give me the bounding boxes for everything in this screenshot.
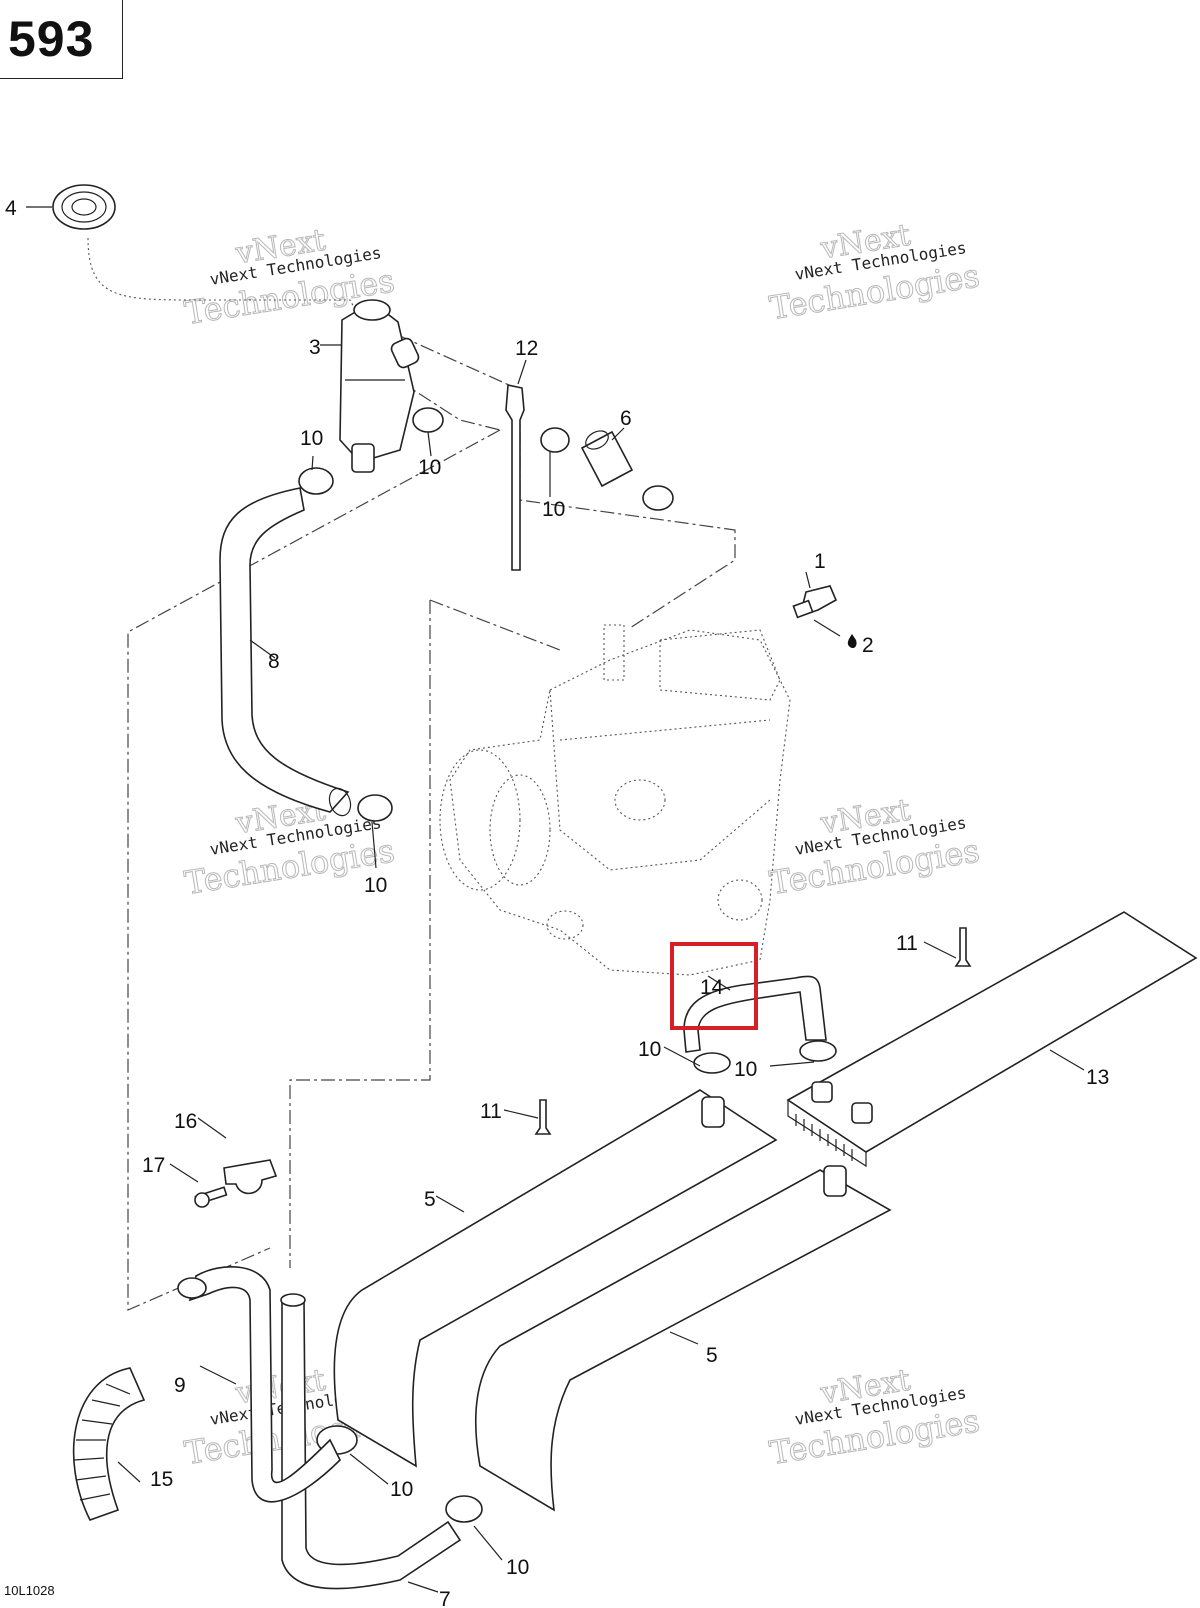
- tunnel-heat-exchanger-lower: [475, 1165, 892, 1512]
- callout-1: 1: [814, 550, 826, 573]
- callout-3: 3: [309, 336, 321, 359]
- callout-11-tunnel: 11: [480, 1100, 502, 1123]
- bracket-screw: [194, 1186, 228, 1208]
- callout-14: 14: [700, 976, 724, 999]
- callout-10-upper-hose: 10: [364, 874, 387, 897]
- callout-5-lower: 5: [706, 1344, 718, 1367]
- leader-lines: [26, 206, 1085, 1593]
- callout-10-outlet-right: 10: [734, 1058, 757, 1081]
- callout-10-lower-right: 10: [506, 1556, 529, 1579]
- callout-17: 17: [142, 1154, 165, 1177]
- side-heat-exchanger: [786, 911, 1198, 1168]
- tunnel-heat-exchanger-upper: [333, 1089, 778, 1468]
- callout-10-lower-left: 10: [390, 1478, 413, 1501]
- callout-5-upper: 5: [424, 1188, 436, 1211]
- hose-bracket: [223, 1159, 278, 1195]
- callout-11-side: 11: [896, 932, 918, 955]
- callout-8: 8: [268, 650, 280, 673]
- lower-return-hose: [280, 1293, 462, 1590]
- engine-block: [439, 624, 791, 976]
- callout-6: 6: [620, 407, 632, 430]
- reference-code: 10L1028: [4, 1583, 55, 1598]
- callout-16: 16: [174, 1110, 197, 1133]
- callout-2: 2: [862, 634, 874, 657]
- callout-10-outlet-left: 10: [638, 1038, 661, 1061]
- temperature-sensor: [792, 585, 838, 619]
- coolant-tank: [339, 299, 420, 473]
- callout-10-tank-right: 10: [418, 456, 441, 479]
- radiator-cap: [52, 184, 116, 230]
- page-number-box: 593: [0, 0, 123, 79]
- callout-10-short-hose: 10: [542, 498, 565, 521]
- bypass-hose: [177, 1266, 341, 1503]
- push-rivets: [534, 927, 972, 1135]
- upper-radiator-hose: [219, 487, 352, 817]
- callout-10-tank-left: 10: [300, 427, 323, 450]
- callout-13: 13: [1086, 1066, 1109, 1089]
- callouts: 4 3 12 6 10 10 10 1 2 8 10 11 14 10 10 1…: [5, 197, 1109, 1608]
- callout-15: 15: [150, 1468, 173, 1491]
- overflow-hose: [505, 384, 525, 571]
- callout-12: 12: [515, 337, 538, 360]
- callout-7: 7: [439, 1588, 451, 1608]
- corrugated-hose: [72, 1367, 146, 1521]
- watermark-group: vNext vNext Technologies Technologies vN…: [181, 217, 982, 1472]
- short-hose: [580, 430, 634, 488]
- callout-9: 9: [174, 1374, 186, 1397]
- callout-4: 4: [5, 197, 17, 220]
- highlight-box-part-14: [670, 942, 758, 1030]
- page-number: 593: [8, 11, 95, 67]
- engine-outlet-hose: [683, 975, 827, 1053]
- droplet-icon: [847, 634, 857, 649]
